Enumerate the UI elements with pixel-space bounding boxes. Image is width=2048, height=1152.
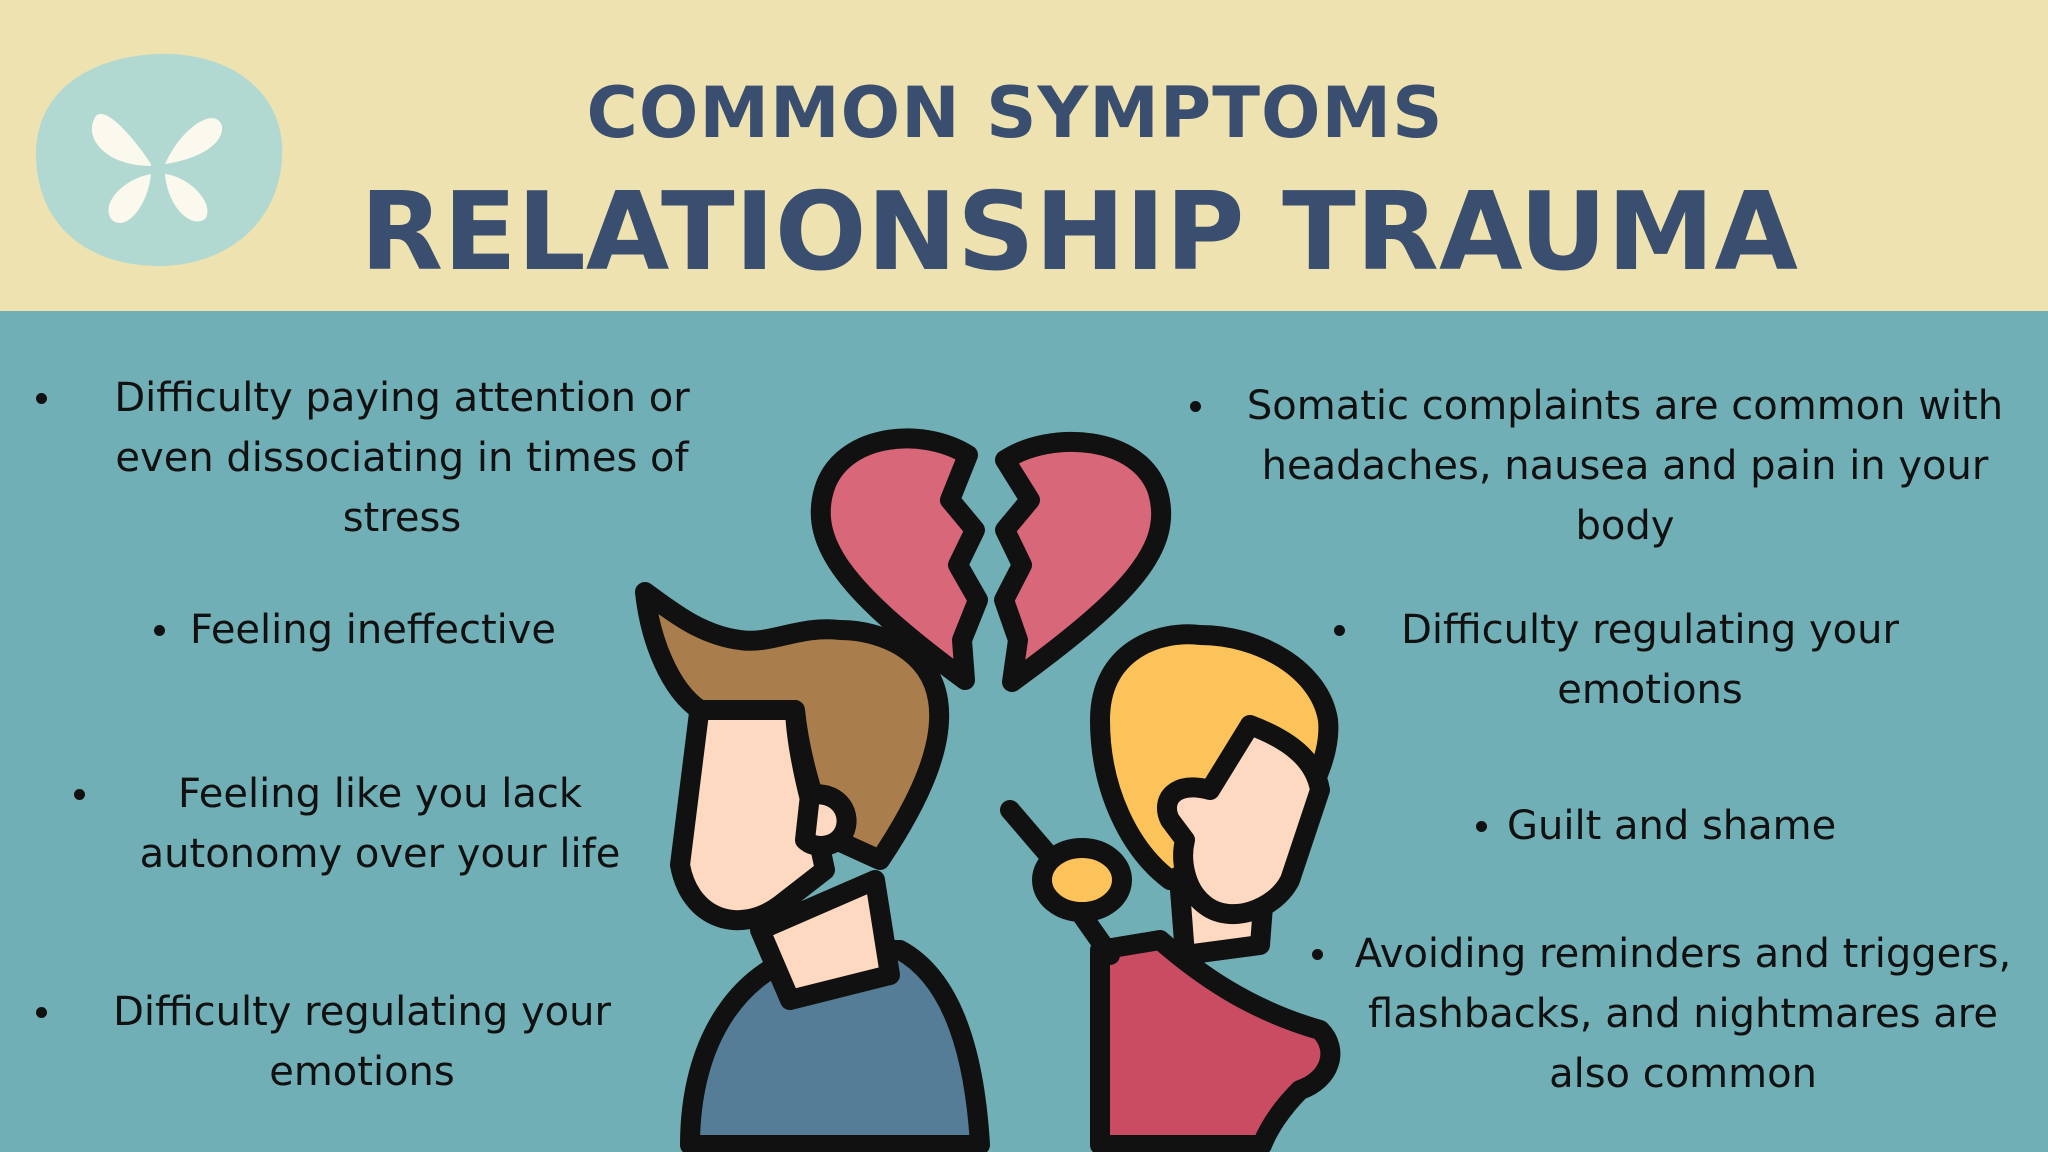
bullet-icon — [1334, 625, 1345, 636]
list-item-text: Feeling ineffective — [190, 607, 557, 653]
bullet-icon — [74, 789, 85, 800]
butterfly-icon — [36, 53, 283, 267]
list-item-text: Difficulty regulating your emotions — [113, 989, 611, 1095]
bullet-icon — [36, 1007, 47, 1018]
bullet-icon — [36, 393, 47, 404]
list-item: Avoiding reminders and triggers, flashba… — [1312, 924, 2033, 1104]
woman-shirt — [1090, 930, 1341, 1152]
heart-right-half — [994, 431, 1172, 692]
bullet-icon — [1190, 401, 1201, 412]
list-item: Feeling ineffective — [154, 600, 556, 660]
list-item-text: Difficulty regulating your emotions — [1401, 607, 1899, 713]
list-item: Difficulty paying attention or even diss… — [36, 368, 702, 548]
list-item: Feeling like you lack autonomy over your… — [74, 764, 630, 884]
list-item: Difficulty regulating your emotions — [36, 982, 622, 1102]
bullet-icon — [1312, 949, 1323, 960]
woman-bun — [1032, 838, 1132, 922]
man-neck — [750, 870, 900, 1010]
bullet-icon — [154, 625, 165, 636]
bullet-icon — [1476, 821, 1487, 832]
heart-left-half — [810, 428, 988, 690]
broken-heart-couple-icon — [635, 428, 1341, 1152]
list-item-text: Feeling like you lack autonomy over your… — [139, 771, 621, 877]
woman-face — [1157, 715, 1330, 924]
list-item-text: Difficulty paying attention or even diss… — [114, 375, 690, 541]
man-hair — [635, 582, 950, 870]
list-item-text: Guilt and shame — [1507, 803, 1837, 849]
page-title: RELATIONSHIP TRAUMA — [360, 170, 1798, 295]
list-item: Guilt and shame — [1476, 796, 1836, 856]
list-item: Difficulty regulating your emotions — [1334, 600, 1910, 720]
header-banner: COMMON SYMPTOMS RELATIONSHIP TRAUMA — [0, 0, 2048, 311]
list-item-text: Avoiding reminders and triggers, flashba… — [1354, 931, 2012, 1097]
list-item: Somatic complaints are common with heada… — [1190, 376, 2025, 556]
kicker-heading: COMMON SYMPTOMS — [586, 72, 1444, 154]
list-item-text: Somatic complaints are common with heada… — [1246, 383, 2004, 549]
man-ear — [795, 784, 857, 856]
